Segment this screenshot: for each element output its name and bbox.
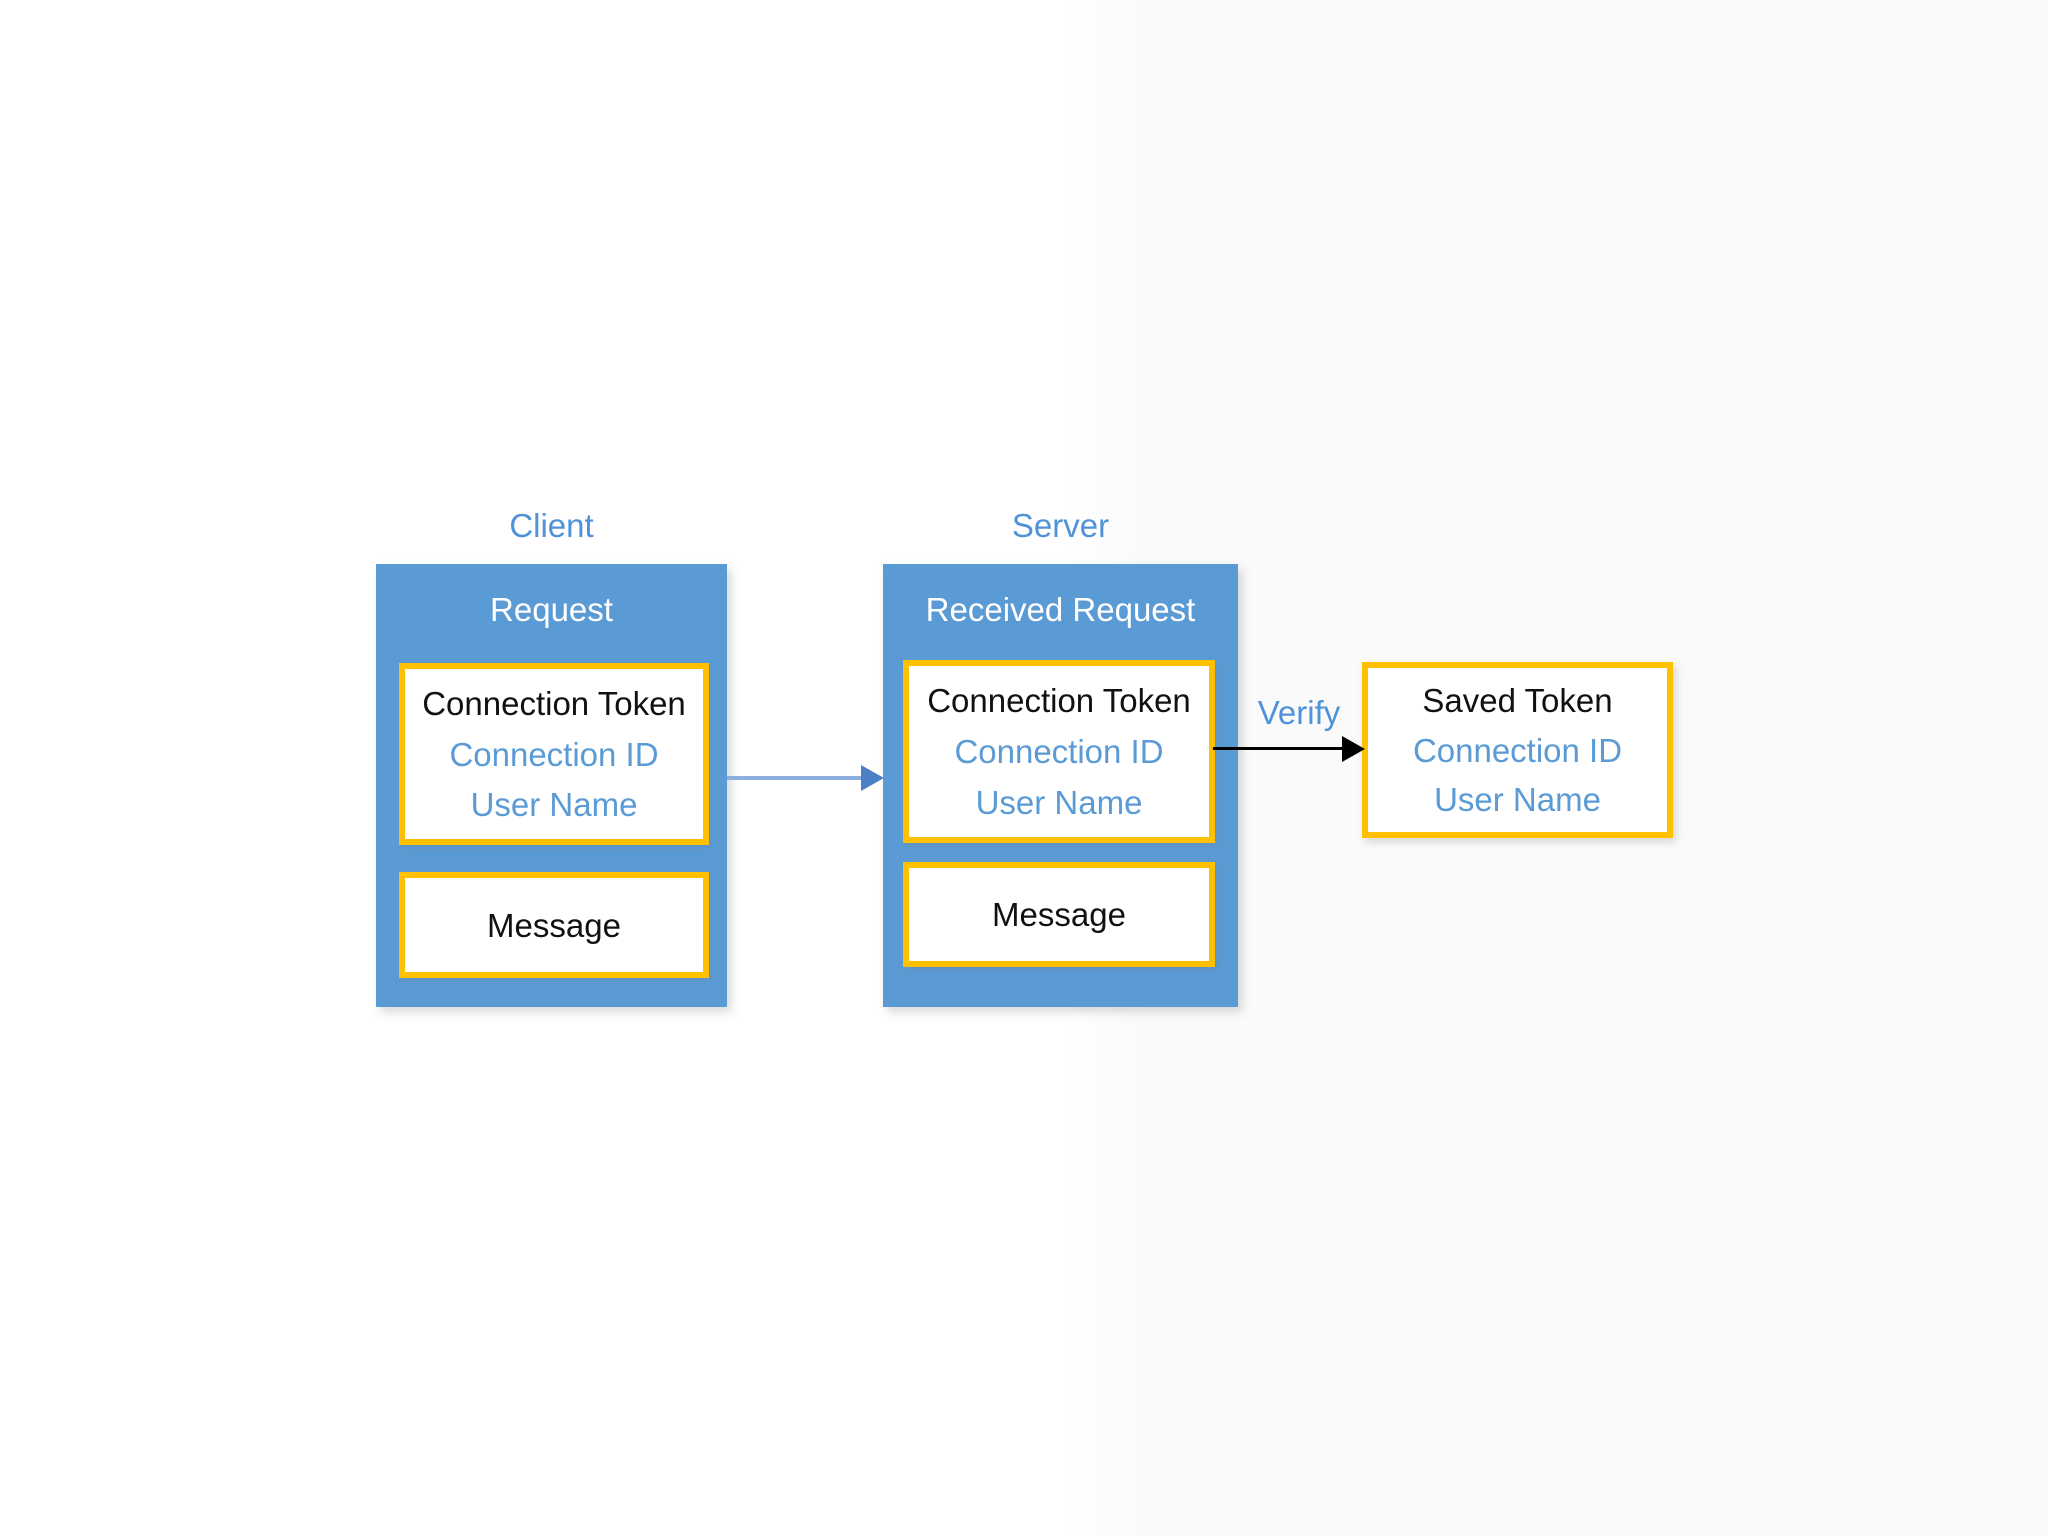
verify-arrow-head-icon <box>1342 736 1365 762</box>
request-arrow-head-icon <box>861 765 884 791</box>
client-connection-token-title: Connection Token <box>422 684 686 722</box>
server-received-request-header: Received Request <box>925 591 1196 628</box>
server-field-user-name: User Name <box>975 784 1143 821</box>
saved-token-field-connection-id: Connection ID <box>1412 731 1623 769</box>
request-arrow-line <box>727 776 861 780</box>
server-field-connection-id: Connection ID <box>954 733 1164 770</box>
verify-arrow-line <box>1213 747 1342 750</box>
client-request-box: Request Connection Token Connection ID U… <box>376 564 727 1007</box>
server-message-label: Message <box>992 896 1126 933</box>
verify-label: Verify <box>1257 694 1341 731</box>
client-field-user-name: User Name <box>470 786 638 824</box>
client-label: Client <box>509 507 594 544</box>
client-field-connection-id: Connection ID <box>449 735 659 773</box>
client-message-box: Message <box>399 872 709 978</box>
client-connection-token-box: Connection Token Connection ID User Name <box>399 663 709 845</box>
client-message-label: Message <box>487 906 621 944</box>
server-connection-token-box: Connection Token Connection ID User Name <box>903 660 1215 843</box>
server-message-box: Message <box>903 862 1215 967</box>
client-request-header: Request <box>490 591 613 628</box>
server-connection-token-title: Connection Token <box>927 682 1191 719</box>
saved-token-title: Saved Token <box>1422 682 1613 720</box>
saved-token-box: Saved Token Connection ID User Name <box>1362 662 1673 838</box>
server-received-request-box: Received Request Connection Token Connec… <box>883 564 1238 1007</box>
server-label: Server <box>1011 507 1110 544</box>
saved-token-field-user-name: User Name <box>1434 780 1601 818</box>
